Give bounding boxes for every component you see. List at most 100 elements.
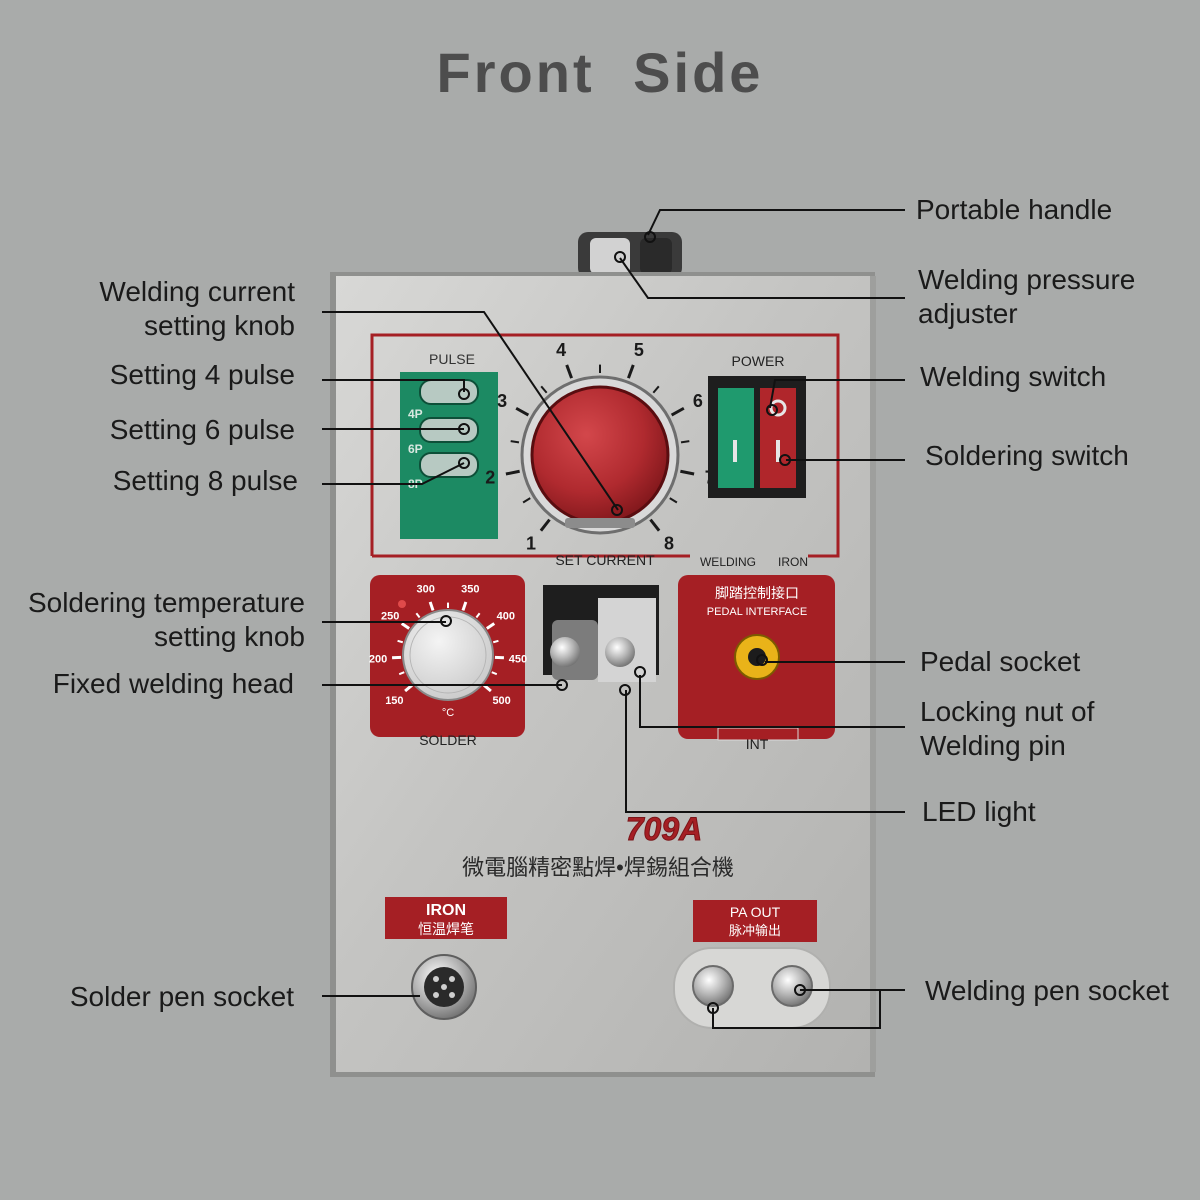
welding-pen-sockets [673,947,831,1029]
callout-line-2: Welding pin [920,730,1066,761]
welding-switch[interactable] [718,388,754,488]
temp-scale-minor-tick [491,671,498,676]
current-scale-tick [627,364,635,379]
iron-box-cn: 恒温焊笔 [418,921,474,937]
callout-portable-handle: Portable handle [916,194,1113,225]
current-scale-label: 1 [526,534,536,554]
temp-scale-label: 500 [492,695,510,707]
temp-scale-tick [461,601,468,611]
callout-welding-pen-socket: Welding pen socket [925,975,1169,1006]
current-scale-tick [670,406,685,417]
int-label: INT [746,736,769,752]
current-scale-minor-tick [680,440,690,444]
current-scale-label: 3 [497,391,507,411]
temp-scale-minor-tick [397,639,404,644]
welding-label: WELDING [700,555,756,569]
current-scale-minor-tick [540,385,548,394]
current-scale-label: 6 [693,391,703,411]
temp-scale-label: 150 [385,695,403,707]
pa-out-cn: 脉冲输出 [729,923,781,938]
leader-dots [440,231,806,1014]
callout-line-2: setting knob [144,310,295,341]
callout-locking-nut: Locking nut of Welding pin [920,695,1094,763]
temp-scale-tick [404,684,413,693]
temp-scale-label: 300 [417,583,435,595]
callout-soldering-temp-knob: Soldering temperature setting knob [28,586,305,654]
soldering-switch[interactable] [760,388,796,488]
solder-label: SOLDER [419,732,477,748]
temp-scale-ticks: 150 200 250 300 350 400 450 500 [369,583,527,706]
pulse-tab-6p: 6P [408,442,423,456]
current-scale-label: 4 [556,340,566,360]
temp-scale-label: 400 [497,610,515,622]
temp-scale-label: 250 [381,610,399,622]
callout-line-1: Welding pressure [918,264,1136,295]
pa-out-label-box [693,900,817,942]
pedal-cn-label: 脚踏控制接口 [715,585,799,601]
model-cn-label: 微電腦精密點焊•焊錫組合機 [462,855,734,880]
temp-scale-tick [400,622,411,630]
control-frame [370,333,840,558]
current-scale-label: 8 [664,534,674,554]
callout-line-1: Soldering temperature [27,587,305,618]
power-switch-housing [708,376,806,498]
temp-scale-minor-tick [398,671,405,676]
current-scale-tick [539,518,551,532]
pulse-label: PULSE [429,351,475,367]
callout-line-1: Welding current [99,276,295,307]
pulse-tab-4p: 4P [408,407,423,421]
solder-pen-socket[interactable] [411,954,477,1020]
temp-scale-tick [483,684,492,693]
current-scale-label: 2 [485,467,495,487]
pa-out-en: PA OUT [730,904,781,920]
temp-scale-tick [485,622,496,630]
temp-scale-minor-tick [475,612,481,619]
temp-scale-label: 200 [369,653,387,665]
iron-switch-label: IRON [778,555,808,569]
callout-led-light: LED light [922,796,1036,827]
callout-fixed-welding-head: Fixed welding head [52,668,294,699]
temp-scale-label: 350 [461,583,479,595]
current-scale-tick [680,469,695,476]
current-scale-tick [565,364,573,379]
current-scale-tick [515,406,530,417]
callout-welding-current-knob: Welding current setting knob [99,275,295,343]
temp-scale-label: 450 [509,653,527,665]
portable-handle [578,232,682,278]
callout-line-2: setting knob [154,621,305,652]
soldering-temp-knob[interactable] [402,609,494,701]
current-scale-tick [505,469,520,476]
temp-scale-minor-tick [415,612,421,619]
callout-pedal-socket: Pedal socket [920,646,1081,677]
temp-unit: °C [442,707,454,719]
temp-scale-minor-tick [492,639,499,644]
callout-setting-4-pulse: Setting 4 pulse [109,359,295,390]
callout-setting-8-pulse: Setting 8 pulse [112,465,298,496]
current-scale-minor-tick [522,497,531,504]
fixed-welding-head [543,585,659,682]
callout-line-2: adjuster [918,298,1018,329]
model-label: 709A [626,811,703,847]
iron-box-en: IRON [426,902,466,919]
callout-setting-6-pulse: Setting 6 pulse [109,414,295,445]
current-scale-minor-tick [652,385,660,394]
current-scale-minor-tick [669,497,678,504]
current-scale-label: 5 [634,340,644,360]
iron-label-box [385,897,507,939]
set-current-label: SET CURRENT [555,552,655,568]
panel-labels: PULSE 4P 6P 8P SET CURRENT POWER WELDING… [408,351,808,938]
callout-line-1: Locking nut of [920,696,1095,727]
current-scale-tick [649,518,661,532]
temp-scale-tick [428,601,435,611]
callout-welding-switch: Welding switch [920,361,1107,392]
pedal-en-label: PEDAL INTERFACE [707,606,807,618]
welding-pen-socket-1[interactable] [692,965,734,1007]
current-scale-minor-tick [510,440,520,444]
callout-welding-pressure-adjuster: Welding pressure adjuster [918,263,1135,331]
welding-current-knob[interactable] [520,375,680,535]
leader-lines [322,209,905,1029]
power-label: POWER [732,353,785,369]
welding-pen-socket-2[interactable] [771,965,813,1007]
